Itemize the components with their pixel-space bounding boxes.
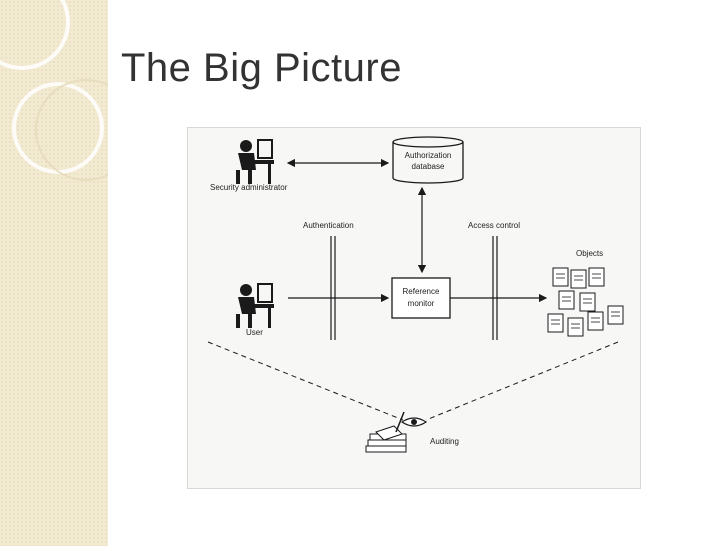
access-control-label: Access control	[468, 221, 520, 230]
security-admin-label: Security administrator	[210, 183, 288, 192]
decorative-side-strip	[0, 0, 137, 546]
reference-monitor-label: Reference	[403, 287, 440, 296]
objects-label: Objects	[576, 249, 603, 258]
user-icon	[236, 283, 274, 328]
reference-monitor-label-2: monitor	[408, 299, 435, 308]
audit-dashed-line-left	[207, 341, 404, 421]
security-admin-icon	[236, 139, 274, 184]
audit-dashed-line-right	[425, 341, 619, 421]
slide-title: The Big Picture	[121, 46, 402, 90]
audit-log-icon	[365, 411, 407, 453]
diagram-canvas: Security administrator User Authorizatio…	[207, 136, 624, 453]
access-control-diagram: Security administrator User Authorizatio…	[187, 127, 641, 489]
authorization-database-label: Authorization	[405, 151, 452, 160]
user-label: User	[246, 328, 263, 337]
objects-document-icons	[547, 267, 624, 337]
objects-text-lines	[551, 273, 620, 329]
eye-icon	[400, 417, 428, 427]
authorization-database-label-2: database	[412, 162, 445, 171]
authorization-database-icon	[392, 136, 464, 184]
auditing-label: Auditing	[430, 437, 459, 446]
authentication-label: Authentication	[303, 221, 354, 230]
reference-monitor-box	[391, 277, 451, 319]
decorative-circles	[0, 0, 137, 181]
